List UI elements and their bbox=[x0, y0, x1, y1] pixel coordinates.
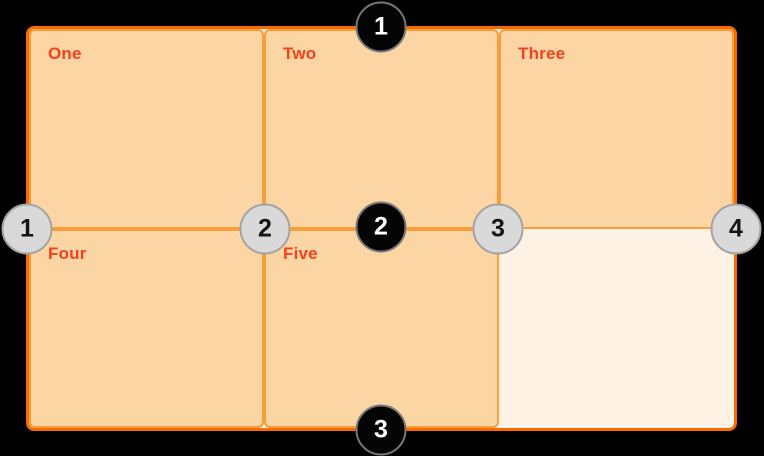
grid-cell-two: Two bbox=[264, 29, 499, 229]
row-line-marker-2: 2 bbox=[355, 201, 407, 253]
column-line-marker-2: 2 bbox=[239, 203, 291, 255]
column-line-number: 4 bbox=[729, 214, 743, 243]
cell-label: Five bbox=[283, 243, 318, 263]
column-line-marker-1: 1 bbox=[1, 203, 53, 255]
row-line-number: 3 bbox=[374, 415, 388, 444]
row-line-marker-3: 3 bbox=[355, 404, 407, 456]
cell-label: Two bbox=[283, 44, 317, 63]
cell-label: Three bbox=[518, 44, 566, 63]
row-line-number: 2 bbox=[374, 212, 388, 241]
row-line-marker-1: 1 bbox=[355, 1, 407, 53]
column-line-marker-4: 4 bbox=[710, 203, 762, 255]
column-line-marker-3: 3 bbox=[472, 203, 524, 255]
column-line-number: 3 bbox=[491, 214, 505, 243]
grid-cell-five: Five bbox=[264, 228, 499, 428]
grid-cell-three: Three bbox=[499, 29, 734, 229]
grid-cell-empty bbox=[499, 229, 734, 429]
cell-label: Four bbox=[48, 243, 87, 263]
grid-cell-four: Four bbox=[29, 228, 264, 428]
cell-label: One bbox=[48, 44, 82, 63]
column-line-number: 1 bbox=[20, 214, 34, 243]
grid-container: One Two Three Four Five bbox=[26, 26, 737, 431]
row-line-number: 1 bbox=[374, 12, 388, 41]
column-line-number: 2 bbox=[258, 214, 272, 243]
grid-cell-one: One bbox=[29, 29, 264, 229]
